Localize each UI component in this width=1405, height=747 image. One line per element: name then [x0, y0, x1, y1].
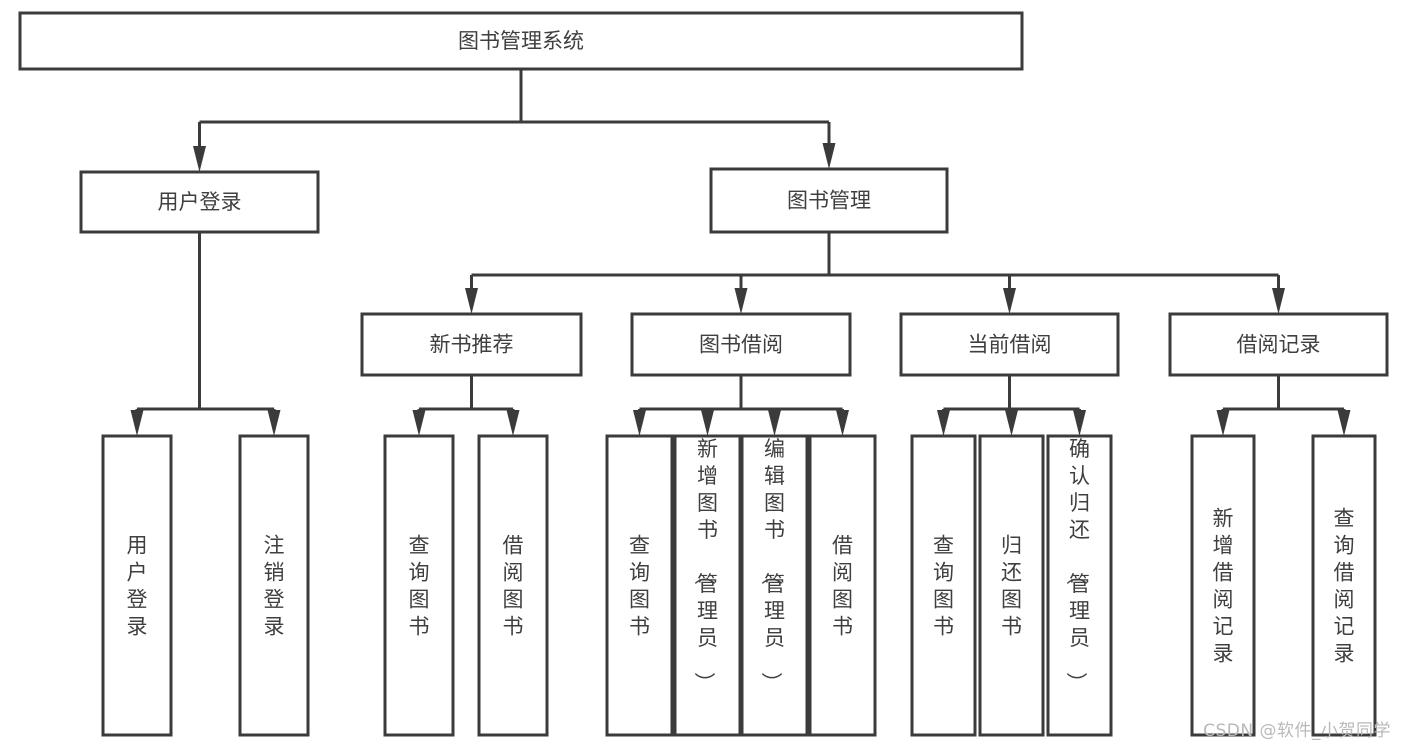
node-leaf-query-book-borrow[interactable]: 查询图书	[605, 434, 674, 737]
node-box[interactable]	[910, 434, 977, 737]
node-label: 图书管理系统	[458, 29, 584, 53]
node-label: 新增图书（管理员）	[692, 437, 718, 693]
node-label: 借阅图书	[503, 534, 524, 639]
node-box[interactable]	[1168, 312, 1389, 377]
node-box[interactable]	[673, 434, 742, 737]
node-leaf-confirm-return[interactable]: 确认归还（管理员）	[1046, 434, 1113, 737]
node-box[interactable]	[978, 434, 1045, 737]
node-label: 借阅记录	[1237, 333, 1321, 357]
node-label: 查询图书	[933, 534, 954, 639]
node-leaf-query-borrow-record[interactable]: 查询借阅记录	[1311, 434, 1377, 737]
node-book-borrow[interactable]: 图书借阅	[630, 312, 852, 377]
arrow-head-icon	[193, 146, 206, 172]
arrow-head-icon	[130, 410, 144, 436]
node-label: 图书借阅	[699, 333, 783, 357]
node-label: 查询图书	[409, 534, 430, 639]
node-box[interactable]	[740, 434, 809, 737]
arrow-head-icon	[267, 410, 281, 436]
node-leaf-add-borrow-record[interactable]: 新增借阅记录	[1190, 434, 1256, 737]
arrow-head-icon	[836, 410, 849, 436]
arrow-head-icon	[465, 288, 478, 314]
node-label: 查询图书	[629, 534, 650, 639]
arrow-head-icon	[1005, 410, 1018, 436]
node-label: 图书管理	[787, 189, 871, 213]
node-leaf-user-login[interactable]: 用户登录	[101, 434, 173, 737]
arrow-head-icon	[1216, 410, 1230, 436]
node-user-login[interactable]: 用户登录	[79, 170, 320, 234]
arrow-head-icon	[1272, 288, 1285, 314]
node-label: 当前借阅	[968, 333, 1052, 357]
arrow-head-icon	[734, 288, 748, 314]
arrow-head-icon	[822, 143, 836, 169]
node-label: 新书推荐	[430, 333, 514, 357]
node-label: 查询借阅记录	[1334, 507, 1355, 666]
node-label: 注销登录	[264, 534, 285, 639]
node-box[interactable]	[1311, 434, 1377, 737]
node-box[interactable]	[630, 312, 852, 377]
node-box[interactable]	[477, 434, 549, 737]
node-label: 确认归还（管理员）	[1064, 437, 1090, 693]
node-box[interactable]	[79, 170, 320, 234]
node-label: 用户登录	[127, 534, 148, 639]
watermark-text: CSDN @软件_小贺同学	[1203, 721, 1391, 741]
connector-layer	[130, 69, 1351, 436]
node-box[interactable]	[238, 434, 310, 737]
node-leaf-borrow-book-recommend[interactable]: 借阅图书	[477, 434, 549, 737]
arrow-head-icon	[701, 410, 714, 436]
node-leaf-add-book[interactable]: 新增图书（管理员）	[673, 434, 742, 737]
node-new-book-recommend[interactable]: 新书推荐	[360, 312, 583, 377]
node-leaf-query-book-recommend[interactable]: 查询图书	[383, 434, 455, 737]
node-label: 借阅图书	[832, 534, 853, 639]
node-box[interactable]	[808, 434, 877, 737]
arrow-head-icon	[937, 410, 950, 436]
node-box[interactable]	[605, 434, 674, 737]
node-current-borrow[interactable]: 当前借阅	[899, 312, 1120, 377]
arrow-head-icon	[1003, 288, 1016, 314]
node-box[interactable]	[1190, 434, 1256, 737]
node-layer: 图书管理系统用户登录图书管理新书推荐图书借阅当前借阅借阅记录用户登录注销登录查询…	[18, 11, 1389, 737]
node-box[interactable]	[1046, 434, 1113, 737]
arrow-head-icon	[1337, 410, 1351, 436]
arrow-head-icon	[412, 410, 426, 436]
node-leaf-edit-book[interactable]: 编辑图书（管理员）	[740, 434, 809, 737]
node-box[interactable]	[383, 434, 455, 737]
node-book-management[interactable]: 图书管理	[709, 167, 949, 234]
node-box[interactable]	[101, 434, 173, 737]
node-label: 编辑图书（管理员）	[759, 437, 785, 693]
node-label: 归还图书	[1001, 534, 1022, 639]
arrow-head-icon	[1073, 410, 1086, 436]
arrow-head-icon	[768, 410, 781, 436]
node-box[interactable]	[360, 312, 583, 377]
node-label: 用户登录	[158, 190, 242, 214]
node-leaf-query-book-current[interactable]: 查询图书	[910, 434, 977, 737]
node-leaf-return-book[interactable]: 归还图书	[978, 434, 1045, 737]
node-box[interactable]	[899, 312, 1120, 377]
node-box[interactable]	[18, 11, 1024, 71]
node-borrow-record[interactable]: 借阅记录	[1168, 312, 1389, 377]
node-box[interactable]	[709, 167, 949, 234]
arrow-head-icon	[506, 410, 520, 436]
node-leaf-logout[interactable]: 注销登录	[238, 434, 310, 737]
node-root[interactable]: 图书管理系统	[18, 11, 1024, 71]
node-leaf-borrow-book[interactable]: 借阅图书	[808, 434, 877, 737]
arrow-head-icon	[633, 410, 646, 436]
node-label: 新增借阅记录	[1213, 507, 1234, 666]
